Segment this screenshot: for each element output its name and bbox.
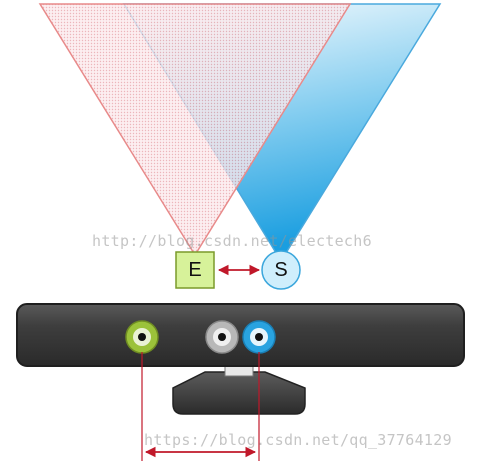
sensor-circle [261, 250, 301, 290]
green-lens [125, 320, 159, 354]
emitter-label: E [188, 258, 202, 281]
emitter-cone [38, 3, 352, 257]
watermark-bottom: https://blog.csdn.net/qq_37764129 [144, 431, 452, 449]
sensor-label: S [274, 258, 288, 281]
emitter-box [175, 251, 215, 289]
kinect-device-body [16, 303, 465, 367]
blue-lens [242, 320, 276, 354]
device-stand [172, 371, 306, 415]
watermark-top: http://blog.csdn.net/electech6 [92, 232, 372, 250]
gray-lens [205, 320, 239, 354]
